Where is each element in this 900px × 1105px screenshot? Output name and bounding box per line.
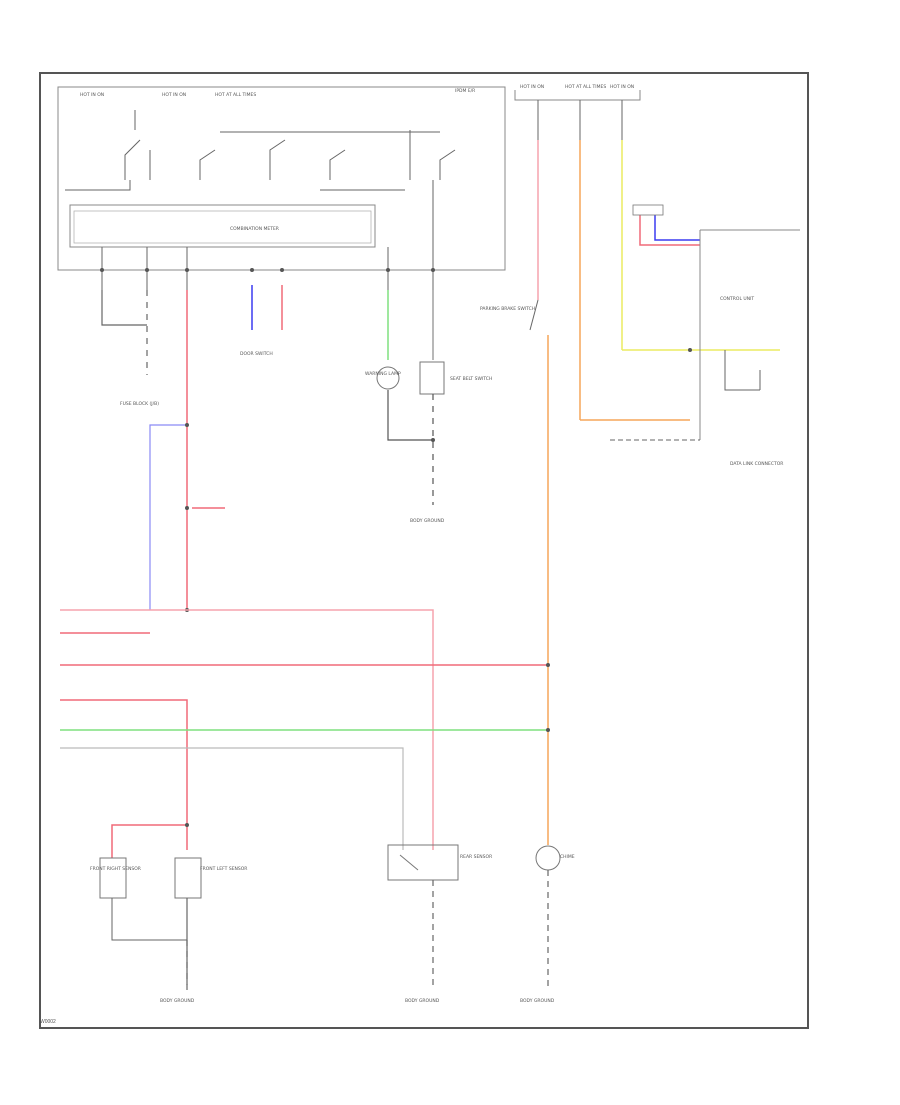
label-rear-sensor: REAR SENSOR xyxy=(460,854,492,860)
label-parking-brake: PARKING BRAKE SWITCH xyxy=(480,306,535,312)
label-fuse-c: HOT AT ALL TIMES xyxy=(215,92,256,98)
front-sensors xyxy=(99,823,202,990)
right-fuse-block xyxy=(514,90,800,441)
label-ipdm: IPDM E/R xyxy=(455,88,475,94)
label-seat-belt-switch: SEAT BELT SWITCH xyxy=(450,376,492,382)
label-chime: CHIME xyxy=(560,854,575,860)
diagram-labels: HOT IN ON HOT IN ON HOT AT ALL TIMES IPD… xyxy=(80,84,783,1004)
label-ground-3: BODY GROUND xyxy=(520,998,555,1004)
label-warning-lamp: WARNING LAMP xyxy=(365,371,401,377)
label-data-link: DATA LINK CONNECTOR xyxy=(730,461,783,467)
label-relay-box: FUSE BLOCK (J/B) xyxy=(120,401,159,407)
label-fuse-a: HOT IN ON xyxy=(80,92,104,98)
label-front-left-sensor: FRONT LEFT SENSOR xyxy=(200,866,247,872)
rear-sensor xyxy=(387,844,459,990)
label-combination-meter: COMBINATION METER xyxy=(230,226,279,232)
orange-harness xyxy=(529,299,549,845)
label-front-right-sensor: FRONT RIGHT SENSOR xyxy=(90,866,141,872)
diagram-code: W0002 xyxy=(40,1019,56,1025)
diagram-frame xyxy=(39,72,809,1029)
label-door-switch: DOOR SWITCH xyxy=(240,351,273,357)
label-fuse-d: HOT IN ON xyxy=(520,84,544,90)
label-ground-1: BODY GROUND xyxy=(160,998,195,1004)
label-fuse-e: HOT AT ALL TIMES xyxy=(565,84,606,90)
control-unit xyxy=(57,86,506,290)
label-fuse-b: HOT IN ON xyxy=(162,92,186,98)
left-harness xyxy=(101,285,283,612)
label-ground-2: BODY GROUND xyxy=(405,998,440,1004)
chime xyxy=(535,845,561,990)
label-ground-4: BODY GROUND xyxy=(410,518,445,524)
label-control-unit: CONTROL UNIT xyxy=(720,296,754,302)
bus-wires xyxy=(60,609,550,850)
label-fuse-f: HOT IN ON xyxy=(610,84,634,90)
warning-lamp-circuit xyxy=(376,290,445,505)
